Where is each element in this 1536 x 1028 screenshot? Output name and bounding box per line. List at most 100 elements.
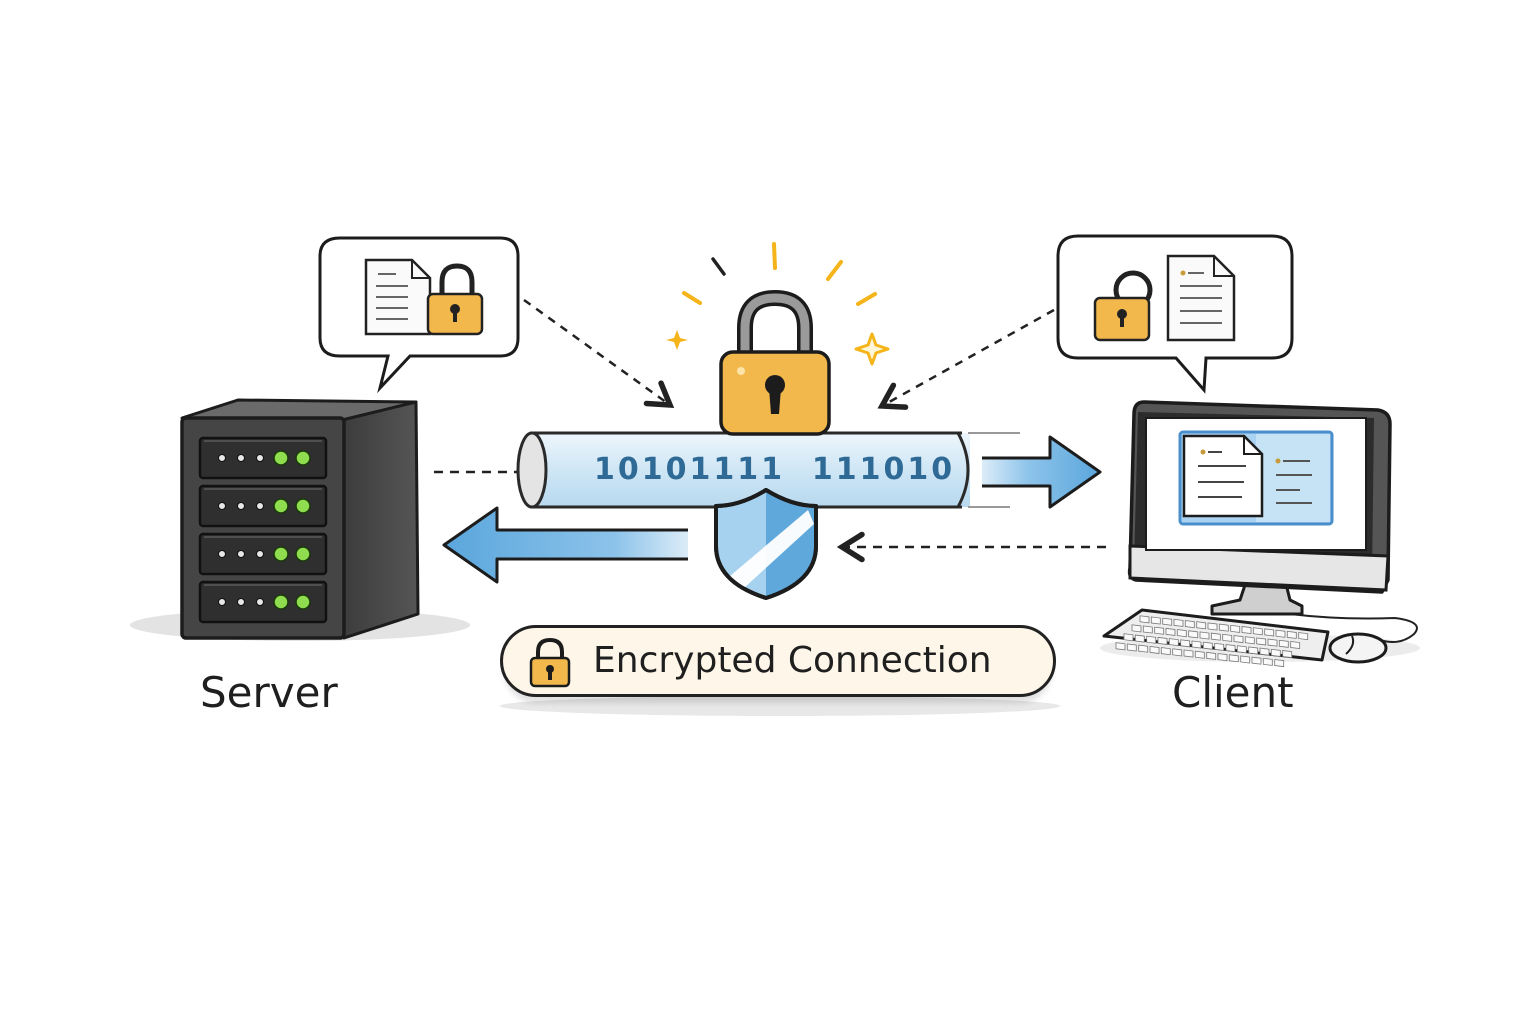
dashed-arrow-server-bubble-to-lock bbox=[523, 298, 675, 409]
led-green bbox=[295, 546, 311, 562]
led-white bbox=[218, 550, 226, 558]
keyboard-key bbox=[1126, 643, 1137, 652]
keyboard-key bbox=[1168, 638, 1179, 647]
led-green bbox=[273, 594, 289, 610]
keyboard-key bbox=[1146, 635, 1157, 644]
led-green bbox=[273, 546, 289, 562]
keyboard-key bbox=[1218, 623, 1229, 632]
central-padlock-icon bbox=[719, 289, 831, 436]
keyboard-key bbox=[1183, 649, 1194, 658]
keyboard-key bbox=[1259, 647, 1270, 656]
sparkle-rays bbox=[666, 242, 890, 366]
led-white bbox=[218, 598, 226, 606]
encrypted-connection-badge: Encrypted Connection bbox=[500, 625, 1056, 697]
keyboard-key bbox=[1172, 648, 1183, 657]
keyboard-key bbox=[1142, 625, 1153, 634]
badge-shadow bbox=[500, 696, 1060, 716]
keyboard-key bbox=[1217, 653, 1228, 662]
keyboard-key bbox=[1180, 639, 1191, 648]
document-icon bbox=[1166, 254, 1236, 342]
keyboard-key bbox=[1282, 650, 1293, 659]
server-rack bbox=[198, 532, 328, 576]
keyboard-key bbox=[1241, 626, 1252, 635]
led-green bbox=[295, 594, 311, 610]
keyboard-key bbox=[1230, 624, 1241, 633]
keyboard-key bbox=[1256, 637, 1267, 646]
keyboard-key bbox=[1240, 655, 1251, 664]
led-green bbox=[295, 498, 311, 514]
keyboard-key bbox=[1138, 644, 1149, 653]
keyboard-key bbox=[1228, 654, 1239, 663]
keyboard-key bbox=[1150, 616, 1161, 625]
keyboard-key bbox=[1262, 657, 1273, 666]
led-green bbox=[273, 450, 289, 466]
keyboard-key bbox=[1267, 638, 1278, 647]
keyboard-key bbox=[1131, 624, 1142, 633]
keyboard-key bbox=[1160, 647, 1171, 656]
keyboard-key bbox=[1154, 626, 1165, 635]
server-icon bbox=[180, 398, 420, 640]
keyboard-key bbox=[1286, 630, 1297, 639]
dashed-arrow-client-bubble-to-lock bbox=[877, 308, 1055, 410]
led-white bbox=[256, 550, 264, 558]
padlock-open-icon bbox=[1093, 270, 1153, 342]
server-rack bbox=[198, 436, 328, 480]
keyboard-key bbox=[1275, 629, 1286, 638]
keyboard-key bbox=[1233, 635, 1244, 644]
keyboard-key bbox=[1290, 641, 1301, 650]
server-rack bbox=[198, 580, 328, 624]
led-white bbox=[218, 454, 226, 462]
keyboard-key bbox=[1252, 627, 1263, 636]
keyboard-key bbox=[1298, 632, 1309, 641]
keyboard-key bbox=[1165, 627, 1176, 636]
badge-label: Encrypted Connection bbox=[593, 640, 992, 681]
keyboard-key bbox=[1210, 632, 1221, 641]
mouse-icon bbox=[1328, 632, 1388, 664]
client-computer-icon bbox=[1102, 400, 1418, 668]
arrow-to-server bbox=[442, 506, 688, 584]
keyboard-key bbox=[1202, 641, 1213, 650]
keyboard-key bbox=[1139, 615, 1150, 624]
client-label: Client bbox=[1172, 668, 1294, 717]
padlock-icon bbox=[426, 263, 484, 336]
keyboard-key bbox=[1222, 633, 1233, 642]
keyboard-key bbox=[1162, 617, 1173, 626]
led-white bbox=[256, 454, 264, 462]
led-green bbox=[273, 498, 289, 514]
keyboard-key bbox=[1251, 656, 1262, 665]
keyboard-icon bbox=[1102, 608, 1330, 668]
led-green bbox=[295, 450, 311, 466]
led-white bbox=[237, 454, 245, 462]
keyboard-key bbox=[1278, 639, 1289, 648]
keyboard-key bbox=[1248, 646, 1259, 655]
keyboard-key bbox=[1225, 644, 1236, 653]
keyboard-key bbox=[1176, 629, 1187, 638]
keyboard-key bbox=[1244, 636, 1255, 645]
client-speech-bubble bbox=[1056, 234, 1294, 394]
arrow-to-client bbox=[982, 435, 1102, 509]
keyboard-key bbox=[1207, 622, 1218, 631]
keyboard-key bbox=[1115, 642, 1126, 651]
keyboard-key bbox=[1173, 618, 1184, 627]
server-rack bbox=[198, 484, 328, 528]
keyboard-key bbox=[1264, 628, 1275, 637]
keyboard-key bbox=[1196, 621, 1207, 630]
keyboard-key bbox=[1199, 631, 1210, 640]
led-white bbox=[237, 502, 245, 510]
led-white bbox=[237, 598, 245, 606]
document-icon bbox=[364, 258, 432, 336]
keyboard-key bbox=[1188, 630, 1199, 639]
sparkle-star-small bbox=[666, 330, 688, 350]
keyboard-key bbox=[1206, 651, 1217, 660]
server-speech-bubble bbox=[318, 236, 520, 394]
keyboard-key bbox=[1134, 634, 1145, 643]
sparkle-star-large bbox=[854, 332, 890, 366]
encrypted-tunnel bbox=[516, 431, 1020, 509]
server-racks bbox=[198, 436, 328, 624]
keyboard-key bbox=[1236, 645, 1247, 654]
keyboard-key bbox=[1184, 620, 1195, 629]
binary-data-text: 10101111 111010 bbox=[594, 452, 956, 487]
keyboard-key bbox=[1123, 633, 1134, 642]
